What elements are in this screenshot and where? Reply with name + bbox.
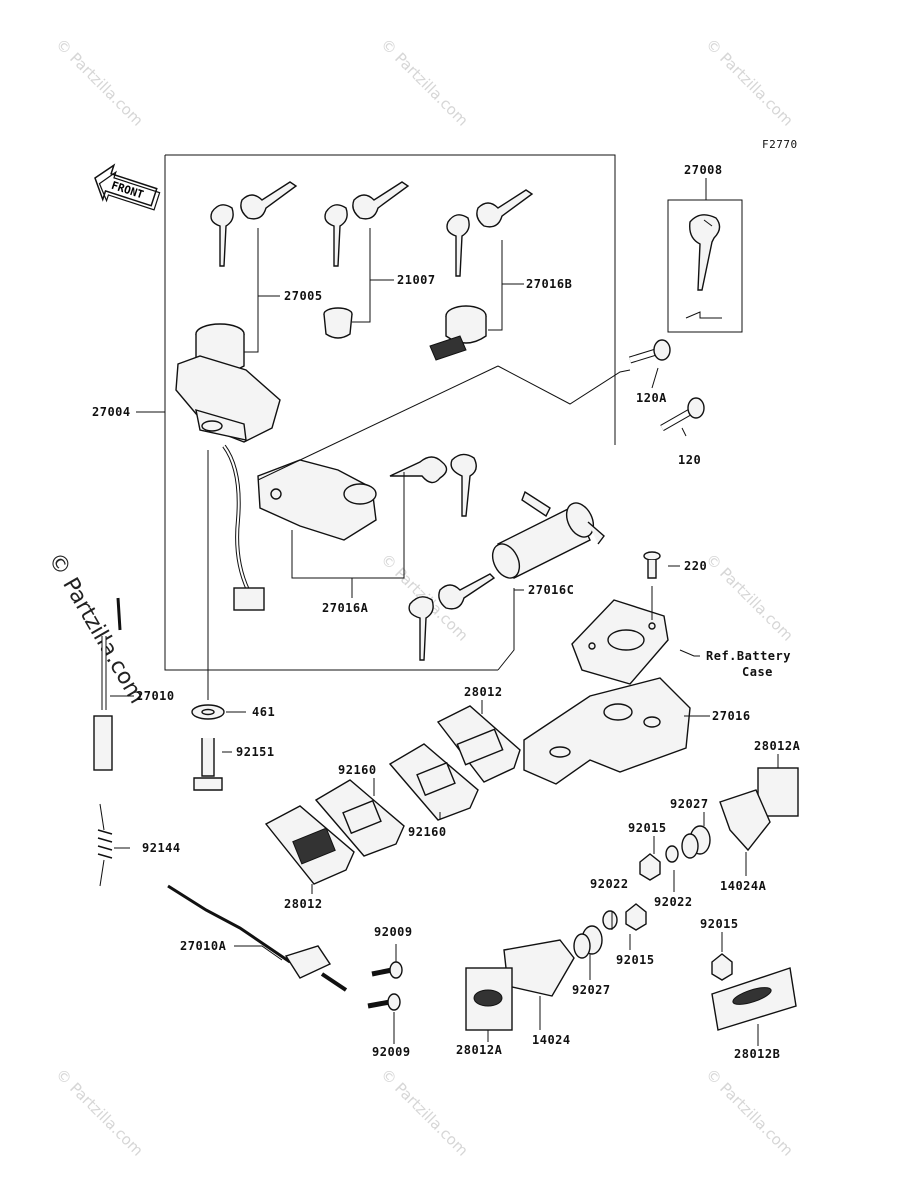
part-label-92160: 92160 — [408, 825, 447, 839]
part-label-92151: 92151 — [236, 745, 275, 759]
part-label-27016C: 27016C — [528, 583, 574, 597]
screw-92009-top — [371, 961, 403, 979]
part-label-27010A: 27010A — [180, 939, 227, 953]
part-labels: 27008 27005 21007 27016B 27004 120A 120 … — [92, 163, 801, 1061]
part-label-27016A: 27016A — [322, 601, 369, 615]
lock-27016B — [429, 305, 487, 361]
part-label-21007: 21007 — [397, 273, 436, 287]
part-label-28012A: 28012A — [754, 739, 801, 753]
reflector-28012-left — [264, 805, 355, 885]
reflector-28012B — [711, 967, 797, 1031]
part-label-92144: 92144 — [142, 841, 181, 855]
collar-92027-top — [681, 825, 711, 859]
washer-92022-a — [602, 910, 618, 930]
part-label-27016B: 27016B — [526, 277, 572, 291]
nut-92015-mid — [625, 903, 647, 931]
spring-92144 — [97, 803, 113, 887]
collar-92027-bot — [573, 925, 603, 959]
part-label-120A: 120A — [636, 391, 667, 405]
watermark: © Partzilla.com — [702, 35, 797, 130]
ref-note-line2: Case — [742, 665, 773, 679]
part-label-28012A: 28012A — [456, 1043, 503, 1057]
watermark-main: © Partzilla.com — [43, 549, 150, 709]
cylinder-27016C — [408, 490, 605, 661]
reflector-holder-14024 — [503, 939, 575, 997]
part-label-92015: 92015 — [616, 953, 655, 967]
part-label-220: 220 — [684, 559, 707, 573]
key-set-21007 — [324, 181, 410, 267]
part-label-14024: 14024 — [532, 1033, 571, 1047]
washer-92022-b — [665, 845, 679, 863]
part-label-92027: 92027 — [670, 797, 709, 811]
assembly-frame — [164, 154, 616, 671]
switch-27010 — [93, 597, 122, 771]
reflector-28012-top — [436, 705, 521, 783]
front-arrow: FRONT — [94, 163, 161, 211]
washer-461 — [191, 704, 225, 720]
part-label-120: 120 — [678, 453, 701, 467]
key-set-27016B — [446, 189, 534, 277]
nut-92015-right — [711, 953, 733, 981]
leader-lines — [110, 178, 779, 1046]
lock-body-27016A — [257, 453, 477, 541]
part-label-92009: 92009 — [372, 1045, 411, 1059]
reflector-holder-14024A — [719, 789, 771, 852]
watermark: © Partzilla.com — [702, 550, 797, 645]
gasket-92160-b — [388, 743, 479, 821]
watermark: © Partzilla.com — [52, 1065, 147, 1160]
cap-21007 — [323, 307, 353, 339]
part-label-92009: 92009 — [374, 925, 413, 939]
key-27008-frame — [667, 199, 743, 333]
part-label-92022: 92022 — [590, 877, 629, 891]
bracket-plate — [571, 599, 669, 685]
nut-92015-top — [639, 853, 661, 881]
part-label-92027: 92027 — [572, 983, 611, 997]
reflector-28012A-bot — [465, 967, 513, 1031]
part-label-27004: 27004 — [92, 405, 131, 419]
watermark: © Partzilla.com — [377, 35, 472, 130]
part-label-92015: 92015 — [628, 821, 667, 835]
watermark: © Partzilla.com — [52, 35, 147, 130]
switch-27010A — [167, 884, 348, 992]
part-label-92015: 92015 — [700, 917, 739, 931]
watermark: © Partzilla.com — [377, 1065, 472, 1160]
part-label-28012: 28012 — [464, 685, 503, 699]
key-set-27005 — [210, 181, 298, 267]
bolt-120A — [628, 339, 671, 364]
part-label-461: 461 — [252, 705, 275, 719]
part-label-92022: 92022 — [654, 895, 693, 909]
figure-code: F2770 — [762, 138, 798, 151]
part-label-27008: 27008 — [684, 163, 723, 177]
part-label-14024A: 14024A — [720, 879, 767, 893]
key-27008 — [685, 214, 722, 319]
part-label-27016: 27016 — [712, 709, 751, 723]
part-label-92160: 92160 — [338, 763, 377, 777]
screw-92009-bot — [367, 993, 401, 1011]
part-label-27005: 27005 — [284, 289, 323, 303]
watermark: © Partzilla.com — [702, 1065, 797, 1160]
ignition-switch-27004 — [175, 323, 281, 611]
ref-note-line1: Ref.Battery — [706, 649, 791, 663]
bolt-92151 — [193, 738, 223, 791]
bracket-27016 — [523, 677, 691, 785]
part-label-28012B: 28012B — [734, 1047, 780, 1061]
gasket-92160-a — [314, 779, 405, 857]
part-label-27010: 27010 — [136, 689, 175, 703]
bolt-120 — [660, 397, 705, 432]
screw-220 — [643, 551, 661, 579]
part-label-28012: 28012 — [284, 897, 323, 911]
